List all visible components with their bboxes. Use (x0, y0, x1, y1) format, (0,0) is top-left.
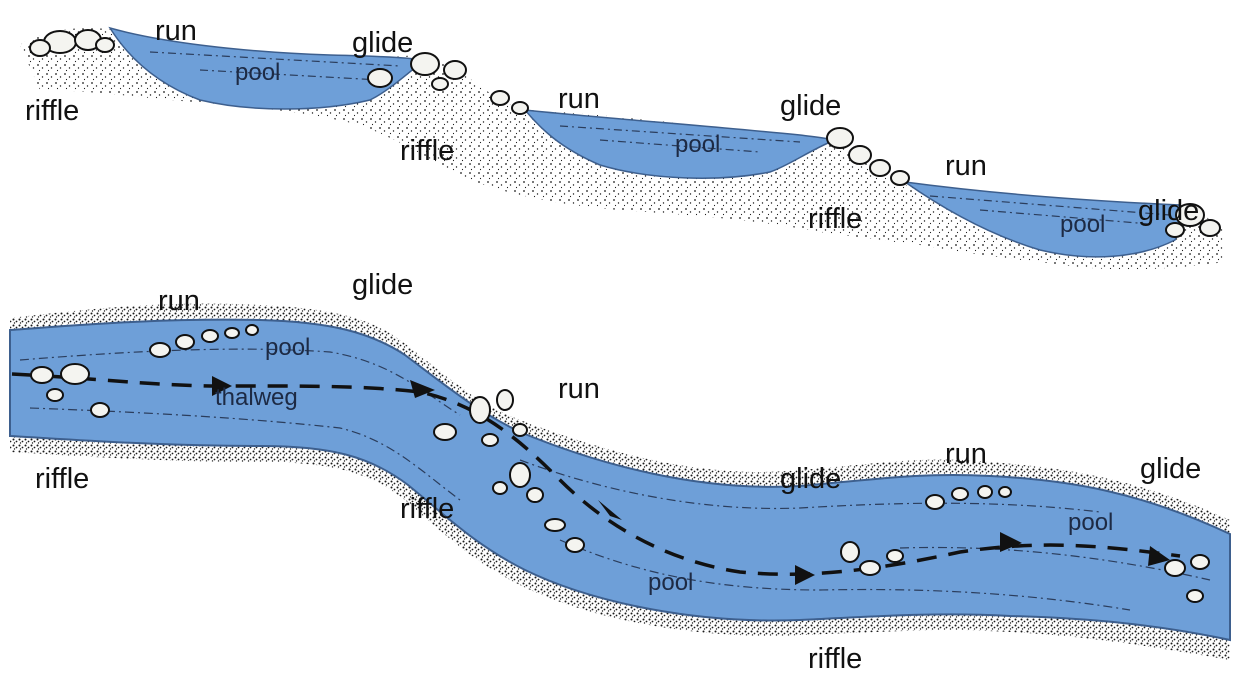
profile-label-run-2: run (558, 83, 600, 115)
plan-label-riffle-3: riffle (808, 643, 862, 675)
profile-label-glide-2: glide (780, 90, 841, 122)
profile-label-run-1: run (155, 15, 197, 47)
plan-label-thalweg: thalweg (215, 384, 298, 411)
plan-label-pool-1: pool (265, 334, 310, 361)
profile-label-riffle-2: riffle (400, 135, 454, 167)
profile-label-run-3: run (945, 150, 987, 182)
plan-channel-water (10, 320, 1230, 640)
plan-label-pool-3: pool (1068, 509, 1113, 536)
plan-label-run-2: run (558, 373, 600, 405)
plan-label-glide-1: glide (352, 269, 413, 301)
plan-label-glide-3: glide (1140, 453, 1201, 485)
profile-label-pool-3: pool (1060, 211, 1105, 238)
profile-label-riffle-3: riffle (808, 203, 862, 235)
profile-label-riffle-1: riffle (25, 95, 79, 127)
profile-label-pool-2: pool (675, 131, 720, 158)
profile-label-pool-1: pool (235, 59, 280, 86)
profile-view: riffle run pool glide riffle run pool gl… (20, 15, 1225, 269)
profile-label-glide-1: glide (352, 27, 413, 59)
profile-label-glide-3: glide (1138, 195, 1199, 227)
plan-label-glide-2: glide (780, 463, 841, 495)
plan-label-pool-2: pool (648, 569, 693, 596)
plan-label-run-1: run (158, 285, 200, 317)
plan-view: run glide pool thalweg riffle run riffle… (10, 269, 1230, 675)
plan-label-riffle-2: riffle (400, 493, 454, 525)
plan-label-run-3: run (945, 438, 987, 470)
plan-label-riffle-1: riffle (35, 463, 89, 495)
